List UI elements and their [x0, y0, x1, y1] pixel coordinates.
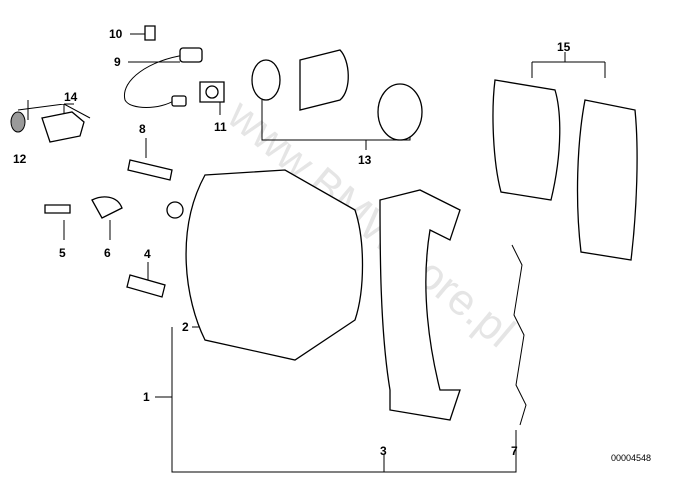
part-8-guide-bolt [127, 159, 173, 181]
callout-10: 10 [109, 27, 123, 41]
callout-15: 15 [557, 40, 571, 54]
leader-lines [17, 33, 606, 473]
part-15-brake-pads [492, 79, 638, 261]
part-7-spring [511, 244, 527, 426]
part-10-clip [144, 25, 156, 41]
callout-5: 5 [59, 246, 66, 260]
callout-9: 9 [114, 55, 121, 69]
callout-6: 6 [104, 246, 111, 260]
part-6-cap [91, 196, 123, 219]
part-13-piston-seal [251, 49, 423, 141]
part-9-wear-sensor [124, 47, 203, 108]
callout-14: 14 [64, 90, 78, 104]
part-5-bleeder [44, 204, 71, 214]
callout-7: 7 [511, 444, 518, 458]
part-14-bushing [41, 111, 85, 143]
callout-3: 3 [380, 444, 387, 458]
callout-8: 8 [139, 122, 146, 136]
callout-1: 1 [143, 390, 150, 404]
part-4-bolt [126, 274, 166, 298]
part-2-caliper-housing [166, 169, 364, 361]
part-3-carrier [379, 189, 461, 421]
callout-11: 11 [214, 120, 227, 134]
callout-4: 4 [144, 247, 151, 261]
callout-12: 12 [13, 152, 27, 166]
callout-2: 2 [182, 320, 189, 334]
part-12-cap [10, 111, 26, 133]
part-11-holder [199, 81, 225, 103]
drawing-number: 00004548 [611, 453, 651, 463]
callout-13: 13 [358, 153, 372, 167]
